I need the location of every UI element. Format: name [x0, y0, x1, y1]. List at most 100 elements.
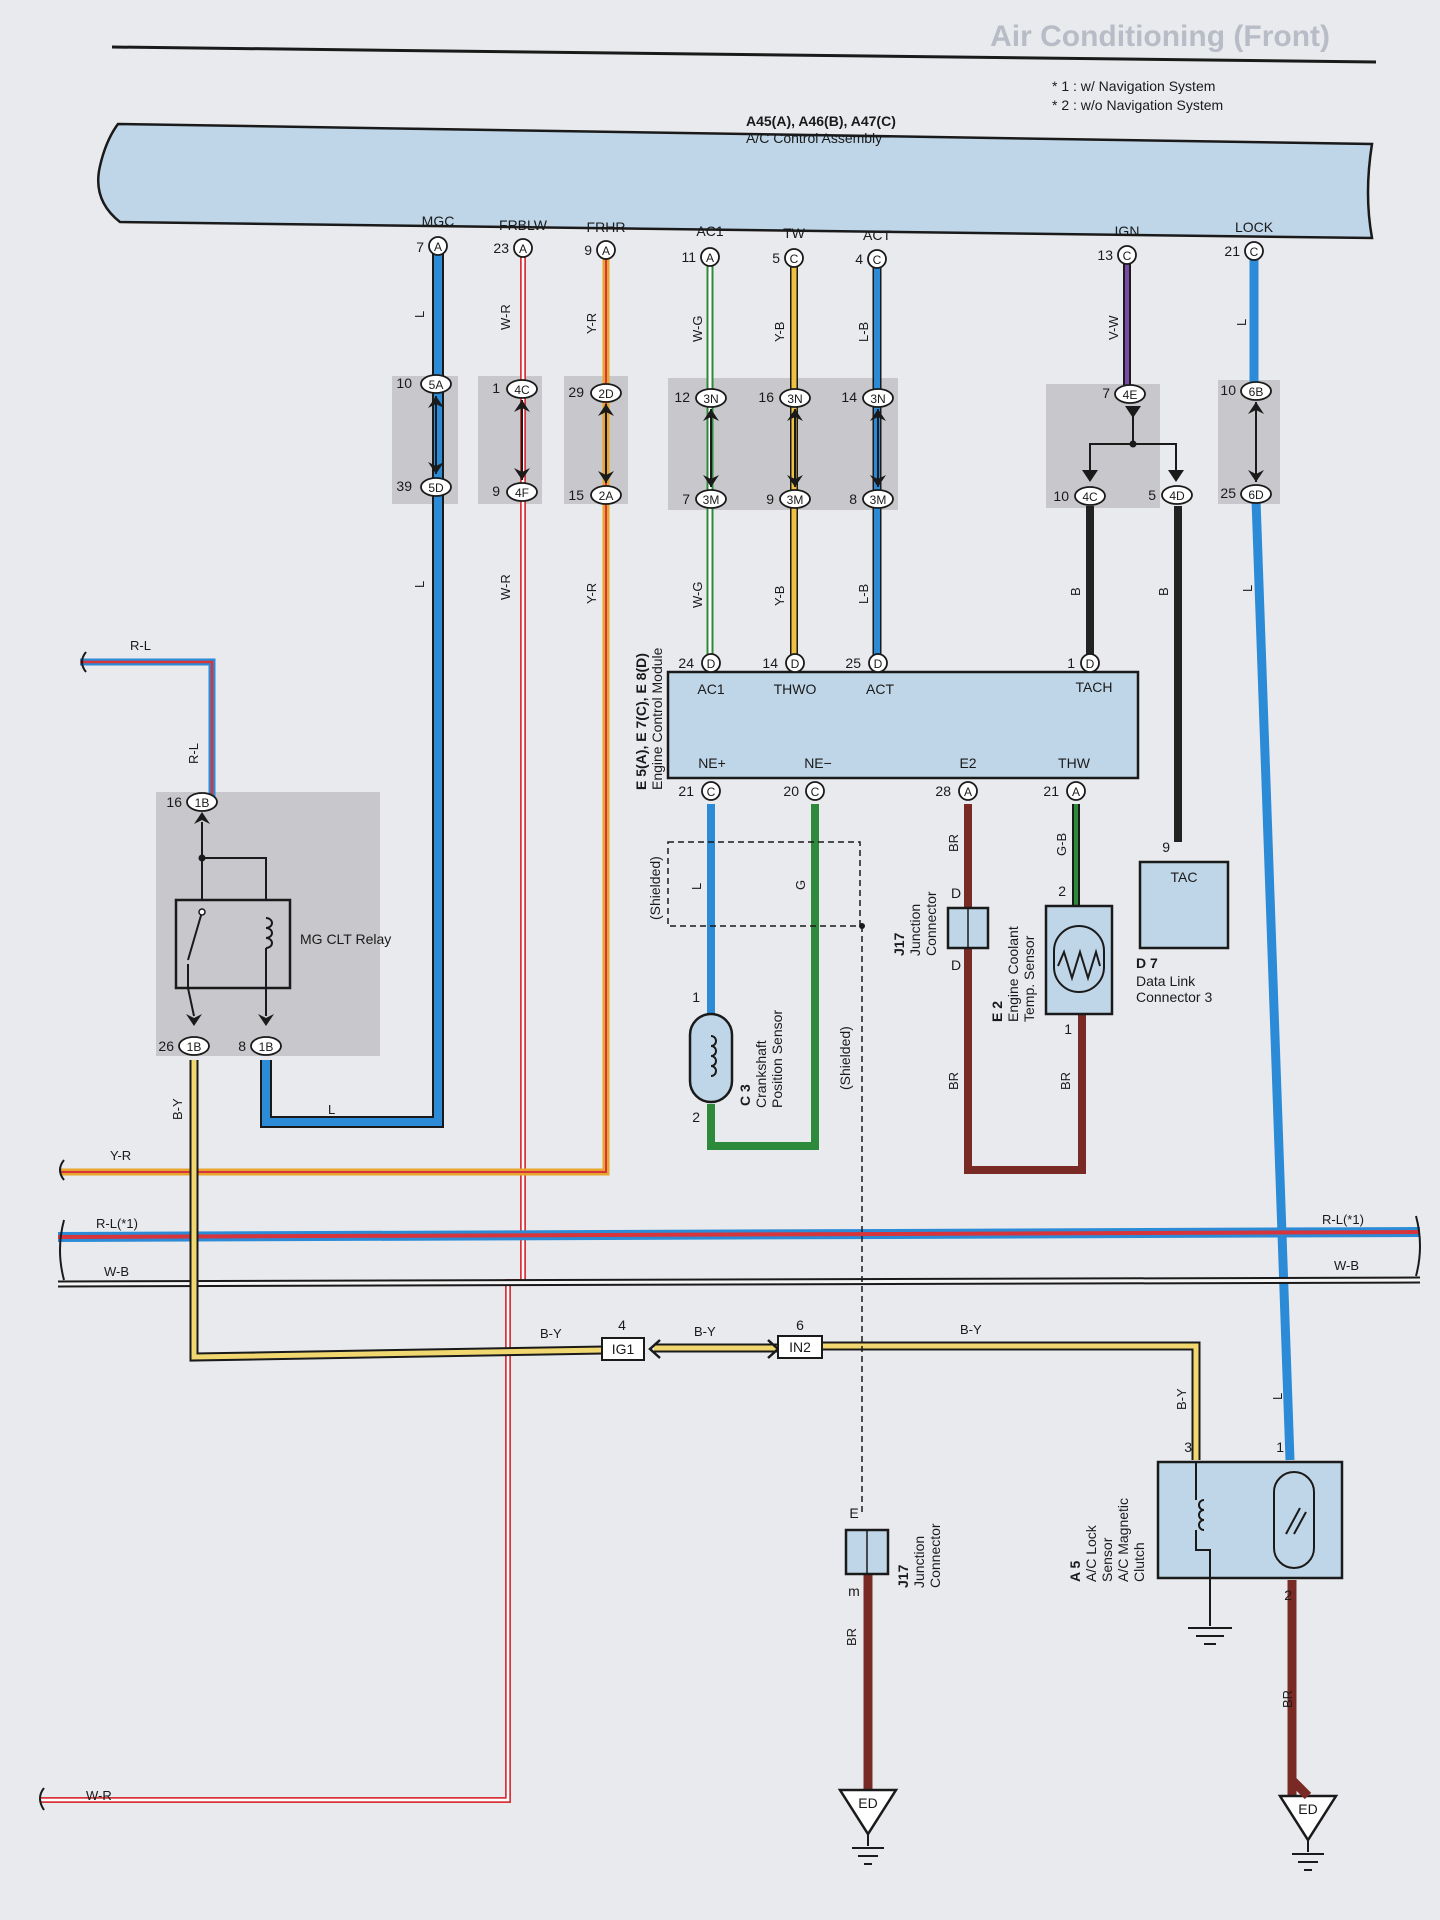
wire-label-rl-vertical: R-L	[186, 743, 201, 764]
wire-label-by-3: B-Y	[960, 1322, 982, 1337]
svg-text:5D: 5D	[428, 481, 444, 495]
svg-text:16: 16	[758, 389, 774, 405]
svg-text:25: 25	[845, 655, 861, 671]
svg-text:8: 8	[849, 491, 857, 507]
svg-text:C: C	[1123, 249, 1132, 263]
coolant-thermistor-icon	[1057, 948, 1101, 982]
svg-text:ACT: ACT	[866, 681, 894, 697]
svg-text:7: 7	[1102, 385, 1110, 401]
svg-text:C: C	[873, 253, 882, 267]
a5-coil-ground-lead	[1195, 1530, 1211, 1578]
svg-text:28: 28	[935, 783, 951, 799]
svg-text:D: D	[1086, 657, 1095, 671]
shielded-label-bottom: (Shielded)	[837, 1026, 853, 1090]
svg-text:C: C	[790, 252, 799, 266]
header-rule	[111, 45, 1377, 64]
wire-label-lock-lower: L	[1270, 1393, 1285, 1400]
svg-text:ACT: ACT	[863, 227, 891, 243]
svg-text:5: 5	[772, 250, 780, 266]
svg-text:4E: 4E	[1123, 388, 1138, 402]
wire-label-wr-bottom: W-R	[86, 1788, 112, 1803]
ecm-bot-e2: E2 28 A	[935, 755, 978, 801]
wire-rl1	[57, 1230, 1421, 1239]
svg-text:13: 13	[1097, 247, 1113, 263]
svg-text:21: 21	[678, 783, 694, 799]
svg-text:9: 9	[766, 491, 774, 507]
svg-text:9: 9	[492, 483, 500, 499]
j17-bot-id: J17	[895, 1564, 911, 1588]
svg-text:3M: 3M	[870, 493, 887, 507]
svg-text:10: 10	[1053, 488, 1069, 504]
dlc-box	[1138, 860, 1230, 950]
svg-text:A: A	[602, 244, 610, 258]
wire-label-yr: Y-R	[110, 1148, 131, 1163]
svg-text:1: 1	[1067, 655, 1075, 671]
svg-text:4F: 4F	[515, 486, 529, 500]
wire-label-frhr-lower: Y-R	[584, 583, 599, 604]
relay-switch-arm	[187, 911, 203, 961]
in2-label: IN2	[789, 1339, 811, 1355]
j17-bot-pin-m: m	[848, 1583, 860, 1599]
svg-text:24: 24	[678, 655, 694, 671]
svg-text:FRBLW: FRBLW	[499, 217, 548, 233]
wire-label-ne-minus: G	[793, 880, 808, 890]
wire-label-br-a5: BR	[1280, 1690, 1295, 1708]
break-mark-rl	[81, 651, 87, 673]
dlc-id: D 7	[1136, 955, 1158, 971]
svg-text:7: 7	[682, 491, 690, 507]
svg-text:2D: 2D	[598, 387, 614, 401]
wire-label-rl1-left: R-L(*1)	[96, 1216, 138, 1231]
wire-label-by-1: B-Y	[540, 1326, 562, 1341]
crank-name: CrankshaftPosition Sensor	[753, 1010, 785, 1108]
a5-pin-3: 3	[1184, 1439, 1192, 1455]
svg-text:3N: 3N	[787, 392, 802, 406]
svg-text:D: D	[874, 657, 883, 671]
svg-text:8: 8	[238, 1038, 246, 1054]
svg-text:THWO: THWO	[774, 681, 817, 697]
svg-text:ED: ED	[1298, 1801, 1317, 1817]
j17-top-pin-d2: D	[951, 957, 961, 973]
junction-5A-5D: 10 5A 39 5D	[396, 374, 452, 497]
j17-top-name: JunctionConnector	[907, 891, 939, 956]
svg-text:NE−: NE−	[804, 755, 832, 771]
crank-pin-2: 2	[692, 1109, 700, 1125]
relay-top-terminal: 16 1B	[166, 792, 218, 824]
ac-terminal-act: ACT 4 C	[855, 227, 891, 269]
ecm-top-tach: 1 D TACH	[1067, 653, 1113, 695]
break-mark-wr	[39, 1787, 45, 1811]
svg-text:AC1: AC1	[696, 223, 723, 239]
svg-text:D: D	[707, 657, 716, 671]
break-mark-yr	[59, 1159, 65, 1181]
wire-by	[191, 1060, 605, 1360]
wire-label-wb-right: W-B	[1334, 1258, 1359, 1273]
j17-bot-name: JunctionConnector	[911, 1523, 943, 1588]
svg-text:3M: 3M	[787, 493, 804, 507]
wire-label-mgc-lower: L	[412, 581, 427, 588]
svg-text:29: 29	[568, 384, 584, 400]
relay-switch-contact	[198, 908, 206, 916]
wire-label-tw: Y-B	[772, 322, 787, 342]
crank-coil-icon	[710, 1035, 717, 1077]
ign-splice-dot	[1129, 440, 1137, 448]
wire-label-br-left: BR	[946, 1072, 961, 1090]
ecm-bot-ne-plus: NE+ 21 C	[678, 755, 726, 801]
break-mark-left	[59, 1219, 65, 1281]
junction-block-4E	[1046, 384, 1160, 508]
wire-label-frhr: Y-R	[584, 313, 599, 334]
ig1-label: IG1	[612, 1341, 635, 1357]
in2-box	[777, 1335, 823, 1359]
a5-lock-sensor-icon	[1285, 1507, 1301, 1535]
junction-3N-3M-act: 14 3N 8 3M	[841, 388, 894, 509]
svg-text:26: 26	[158, 1038, 174, 1054]
svg-text:7: 7	[416, 239, 424, 255]
ac-terminal-tw: TW 5 C	[772, 225, 806, 268]
coolant-pin-1: 1	[1064, 1021, 1072, 1037]
svg-text:A: A	[1072, 785, 1080, 799]
wire-a5-ground-join	[1288, 1776, 1312, 1800]
svg-text:10: 10	[396, 375, 412, 391]
junction-4C-4F: 1 4C 9 4F	[492, 379, 538, 502]
svg-text:3N: 3N	[703, 392, 718, 406]
svg-text:C: C	[707, 785, 716, 799]
svg-text:1B: 1B	[195, 796, 210, 810]
